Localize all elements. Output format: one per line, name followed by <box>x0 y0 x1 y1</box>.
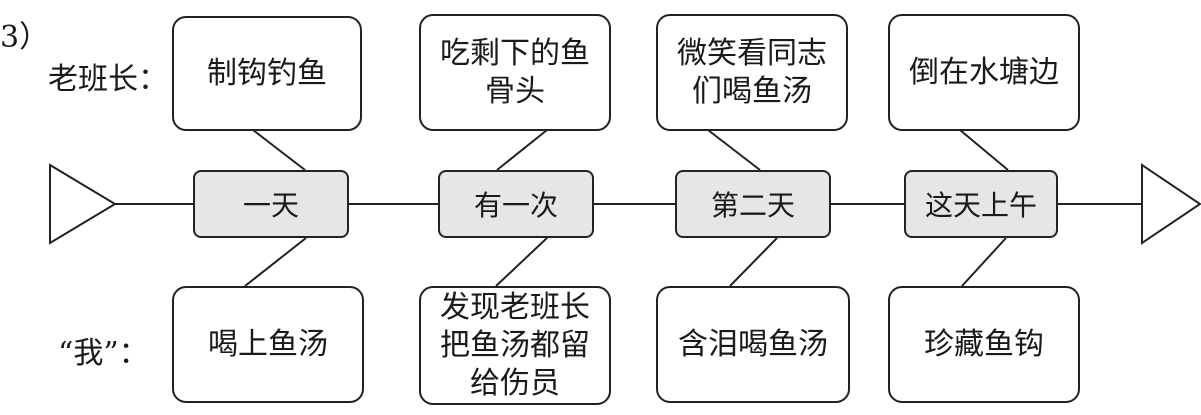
top-box-3: 微笑看同志 们喝鱼汤 <box>656 14 848 131</box>
bottom-box-2-line-3: 给伤员 <box>470 365 560 401</box>
number-label: 3） <box>0 20 50 55</box>
top-box-4: 倒在水塘边 <box>888 14 1080 131</box>
stage-3: 第二天 <box>675 170 831 238</box>
bottom-box-2-line-1: 发现老班长 <box>440 289 590 325</box>
connector-top-4 <box>959 129 1009 171</box>
connector-top-2 <box>496 129 548 171</box>
bottom-box-2-line-2: 把鱼汤都留 <box>440 327 590 363</box>
connector-bottom-4 <box>961 237 1007 287</box>
top-box-3-line-2: 们喝鱼汤 <box>692 73 812 109</box>
bottom-box-4-line-1: 珍藏鱼钩 <box>924 326 1044 362</box>
top-box-3-line-1: 微笑看同志 <box>677 35 827 71</box>
top-box-1: 制钩钓鱼 <box>172 16 362 131</box>
connector-bottom-1 <box>244 237 307 287</box>
connector-bottom-2 <box>495 237 548 287</box>
top-box-2: 吃剩下的鱼 骨头 <box>419 14 611 131</box>
top-box-1-line-1: 制钩钓鱼 <box>207 55 327 91</box>
bottom-box-1-line-1: 喝上鱼汤 <box>208 326 328 362</box>
bottom-box-4: 珍藏鱼钩 <box>888 286 1080 403</box>
bottom-box-3-line-1: 含泪喝鱼汤 <box>678 326 828 362</box>
connector-bottom-3 <box>729 237 778 287</box>
bottom-box-3: 含泪喝鱼汤 <box>656 286 850 403</box>
connector-top-1 <box>252 129 306 171</box>
top-box-2-line-1: 吃剩下的鱼 <box>440 35 590 71</box>
stage-1: 一天 <box>193 170 349 238</box>
stage-2: 有一次 <box>438 170 594 238</box>
stage-4: 这天上午 <box>904 170 1058 238</box>
end-arrow-icon <box>1141 163 1201 245</box>
connector-top-3 <box>707 129 761 171</box>
bottom-box-1: 喝上鱼汤 <box>172 286 364 403</box>
start-arrow-icon <box>49 163 117 245</box>
row-label-top: 老班长： <box>48 62 168 97</box>
row-label-bottom: “我”： <box>58 336 149 371</box>
top-box-2-line-2: 骨头 <box>485 73 545 109</box>
bottom-box-2: 发现老班长 把鱼汤都留 给伤员 <box>419 286 611 405</box>
top-box-4-line-1: 倒在水塘边 <box>909 54 1059 90</box>
